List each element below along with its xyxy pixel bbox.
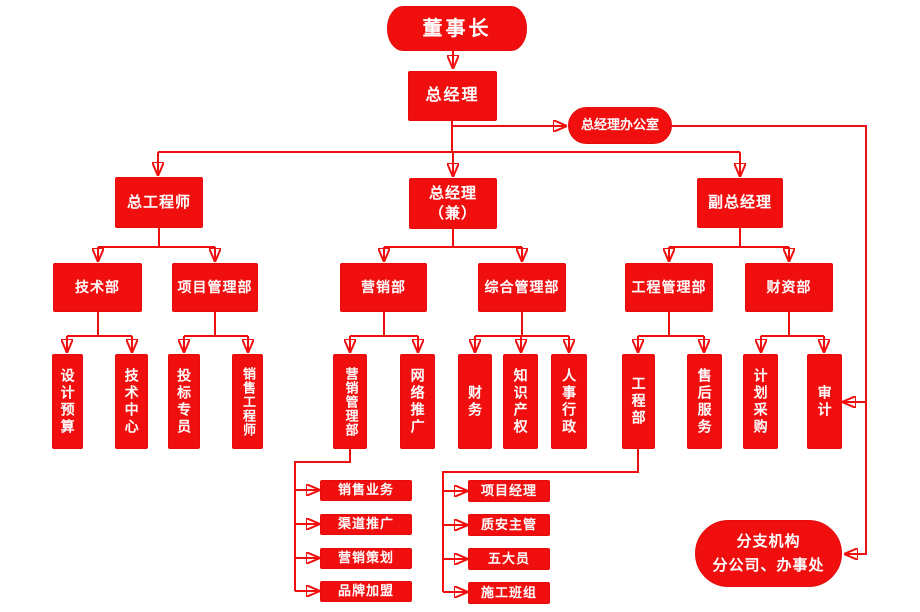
node-dept-general-mgmt: 综合管理部: [478, 263, 566, 312]
list-item-sales-business: 销售业务: [320, 480, 412, 501]
node-dept-eng-mgmt: 工程管理部: [625, 263, 713, 312]
unit-label: 技术中心: [123, 367, 140, 436]
unit-label: 知识产权: [512, 367, 529, 436]
node-chief-engineer: 总工程师: [115, 177, 203, 228]
list-item-quality-safety-supervisor: 质安主管: [468, 514, 550, 536]
node-unit-marketing-mgmt: 营销管理部: [333, 354, 367, 449]
node-dept-marketing: 营销部: [340, 263, 427, 312]
node-dept-project-mgmt: 项目管理部: [172, 263, 258, 312]
node-unit-bid-specialist: 投标专员: [168, 354, 200, 449]
node-unit-after-sales: 售后服务: [687, 354, 722, 449]
node-unit-online-promotion: 网络推广: [400, 354, 435, 449]
node-unit-finance: 财务: [458, 354, 492, 449]
unit-label: 营销管理部: [343, 366, 359, 437]
node-gm-concurrent: 总经理 （兼）: [409, 178, 497, 229]
unit-label: 投标专员: [176, 367, 193, 436]
node-unit-sales-engineer: 销售工程师: [232, 354, 263, 449]
node-dept-tech: 技术部: [53, 263, 142, 312]
unit-label: 审计: [816, 384, 833, 419]
node-deputy-gm: 副总经理: [697, 178, 783, 228]
node-dept-treasury: 财资部: [745, 263, 833, 312]
node-chairman: 董事长: [387, 6, 527, 51]
node-unit-plan-procurement: 计划采购: [743, 354, 778, 449]
node-unit-hr-admin: 人事行政: [551, 354, 587, 449]
unit-label: 售后服务: [696, 367, 713, 436]
list-item-channel-promotion: 渠道推广: [320, 514, 412, 535]
node-gm-concurrent-label: 总经理 （兼）: [428, 185, 477, 222]
node-unit-audit: 审计: [807, 354, 842, 449]
list-item-brand-franchise: 品牌加盟: [320, 581, 412, 602]
unit-label: 网络推广: [409, 367, 426, 436]
node-general-manager: 总经理: [408, 71, 497, 121]
unit-label: 计划采购: [752, 367, 769, 436]
node-branch-offices: 分支机构 分公司、办事处: [695, 520, 842, 587]
node-gm-office: 总经理办公室: [568, 107, 672, 144]
node-unit-engineering: 工程部: [622, 354, 655, 449]
list-item-project-manager: 项目经理: [468, 480, 550, 502]
node-unit-tech-center: 技术中心: [115, 354, 148, 449]
unit-label: 财务: [467, 384, 484, 419]
unit-label: 销售工程师: [240, 366, 256, 437]
node-unit-design-budget: 设计预算: [52, 354, 83, 449]
unit-label: 工程部: [630, 376, 647, 427]
node-branch-offices-label: 分支机构 分公司、办事处: [712, 532, 825, 574]
list-item-five-key-members: 五大员: [468, 548, 550, 570]
list-item-marketing-planning: 营销策划: [320, 548, 412, 569]
list-item-construction-team: 施工班组: [468, 582, 550, 604]
unit-label: 设计预算: [59, 367, 76, 436]
node-unit-intellectual-property: 知识产权: [503, 354, 538, 449]
unit-label: 人事行政: [561, 367, 578, 436]
